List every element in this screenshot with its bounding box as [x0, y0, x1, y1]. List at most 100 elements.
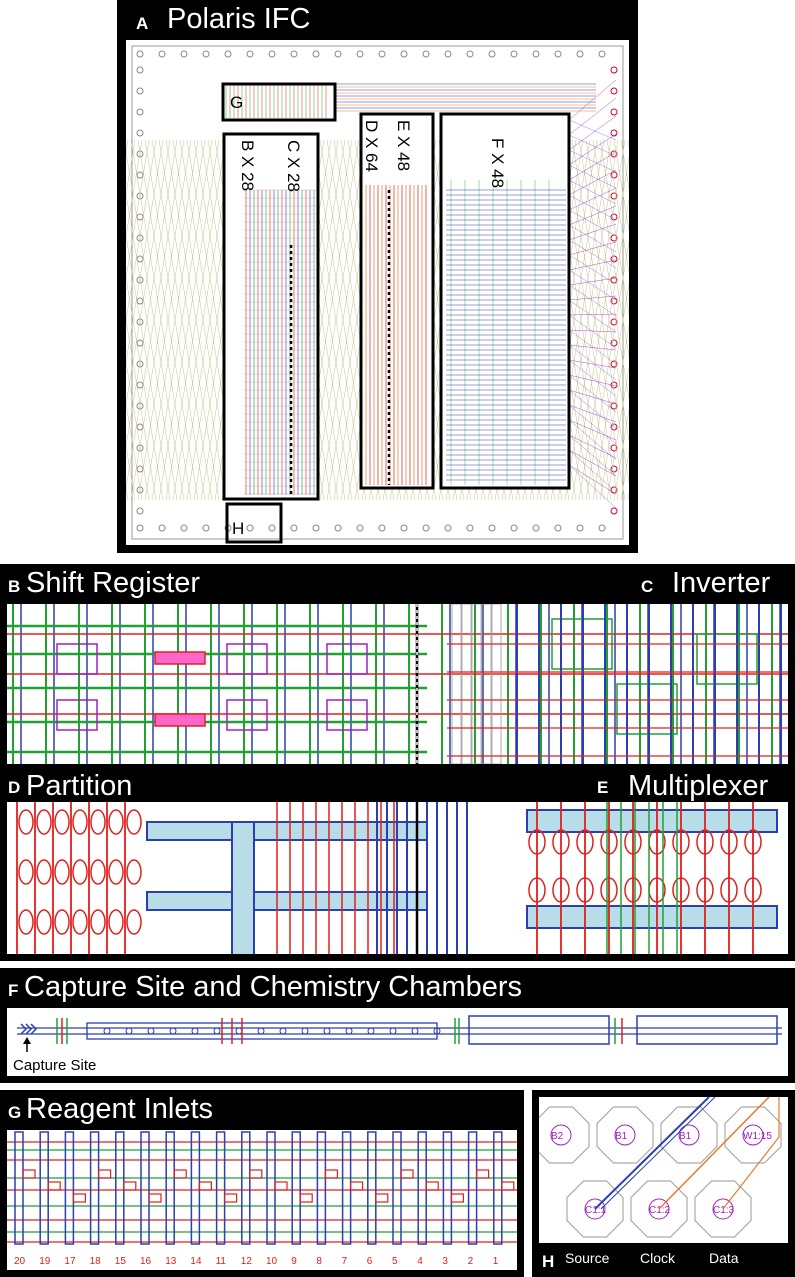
circuit-trace [56, 699, 98, 731]
pad-label: W1:15 [743, 1131, 772, 1142]
pad-bottom [290, 524, 298, 532]
inlet-channel [14, 1131, 24, 1245]
valve [375, 1193, 389, 1203]
region-h-label: H [232, 519, 244, 538]
flow-channel [146, 821, 428, 841]
pad-outline [630, 1180, 688, 1238]
fanout-line [568, 359, 617, 397]
valve [624, 829, 642, 855]
post [345, 1027, 353, 1035]
inlet-number: 17 [64, 1256, 76, 1267]
pad-top [576, 50, 584, 58]
pad-label: C1:1 [585, 1205, 607, 1216]
pad-top [312, 50, 320, 58]
inlet-number: 15 [115, 1256, 127, 1267]
inlet-number: 3 [442, 1256, 448, 1267]
panel-c-letter: C [641, 577, 654, 596]
resistor [154, 713, 206, 727]
panel-f-letter: F [8, 981, 19, 1000]
fanout-line [568, 179, 617, 205]
hatch-line [578, 198, 629, 501]
inlet-number: 7 [342, 1256, 348, 1267]
fanout-line [568, 344, 617, 351]
region-f-bg [440, 113, 570, 489]
fanout-line [568, 419, 617, 461]
pad-right [610, 213, 618, 221]
pad-top [598, 50, 606, 58]
hatch-line [130, 139, 192, 501]
circuit-trace [696, 633, 758, 685]
pad-top [180, 50, 188, 58]
valve [299, 1193, 313, 1203]
valve [249, 1169, 263, 1179]
valve [476, 1169, 490, 1179]
fanout-line [568, 169, 617, 196]
valve [72, 809, 88, 835]
valve [36, 809, 52, 835]
valve [36, 909, 52, 935]
circuit-trace [326, 699, 368, 731]
pad-right [610, 360, 618, 368]
valve [600, 829, 618, 855]
pad-top [246, 50, 254, 58]
post [411, 1027, 419, 1035]
panel-d-title: Partition [26, 770, 133, 802]
post [279, 1027, 287, 1035]
flow-channel [231, 821, 255, 954]
valve [18, 809, 34, 835]
inlet-number: 11 [216, 1256, 227, 1267]
chemistry-chamber [636, 1015, 778, 1045]
inlet-number: 1 [493, 1256, 499, 1267]
region-g-box [221, 82, 337, 122]
pad-right [610, 87, 618, 95]
chemistry-chamber [468, 1015, 610, 1045]
fanout-line [568, 164, 617, 189]
pad-label: B2 [551, 1131, 564, 1142]
capture-site-annotation: Capture Site [13, 1057, 96, 1074]
pad-bottom [576, 524, 584, 532]
data-trace [722, 1136, 780, 1210]
fanout-line [568, 97, 617, 136]
pad-top [444, 50, 452, 58]
inlet-channel [165, 1131, 175, 1245]
pad-right [610, 66, 618, 74]
fanout-line [568, 404, 617, 445]
circuit-trace [56, 643, 98, 675]
fanout-line [568, 419, 617, 441]
region-g-label: G [230, 93, 243, 112]
region-de-box [359, 112, 435, 490]
fanout-line [568, 133, 617, 166]
fanout-line [568, 194, 617, 221]
pad-right [610, 318, 618, 326]
fanout-line [568, 344, 617, 381]
circuit-trace [471, 604, 482, 764]
pad-bottom [488, 524, 496, 532]
circuit-trace [226, 699, 268, 731]
valve [624, 877, 642, 903]
inlet-number: 12 [241, 1256, 253, 1267]
valve [350, 1181, 364, 1191]
post [301, 1027, 309, 1035]
fanout-line [568, 374, 617, 387]
pad-bottom [378, 524, 386, 532]
pad-outline [539, 1106, 590, 1164]
hatch-line [627, 139, 629, 148]
fanout-line [568, 241, 617, 256]
hatch-line [151, 139, 213, 501]
valve [47, 1181, 61, 1191]
valve [198, 1181, 212, 1191]
region-bc-box [222, 132, 320, 501]
valve [744, 829, 762, 855]
resistor [154, 651, 206, 665]
panel-a: A Polaris IFC G B X 28 C X 28 D X 64 E X… [117, 0, 638, 553]
region-f-box [439, 112, 571, 490]
fanout-line [568, 449, 617, 493]
inlet-channel [266, 1131, 276, 1245]
pad-label: B1 [615, 1131, 628, 1142]
fanout-line [568, 329, 617, 333]
pad-right [610, 444, 618, 452]
valve [696, 877, 714, 903]
fanout-line [568, 389, 617, 429]
